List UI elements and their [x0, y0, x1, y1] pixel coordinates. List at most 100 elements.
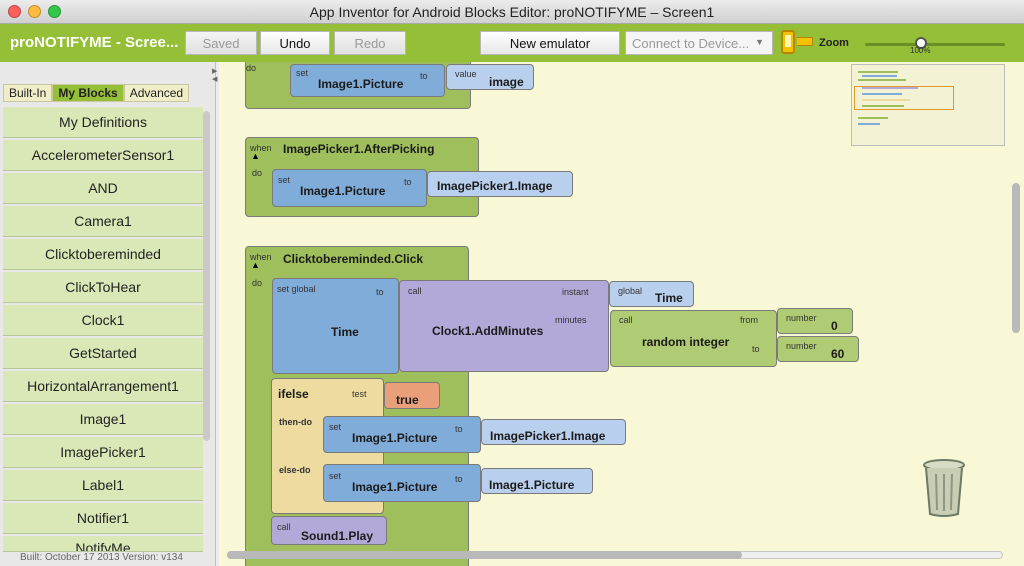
minimap-block [862, 99, 910, 101]
getter-label: ImagePicker1.Image [437, 179, 553, 193]
saved-button[interactable]: Saved [185, 31, 257, 55]
collapse-triangle-icon[interactable]: ▲ [251, 151, 260, 161]
global-tag: global [618, 286, 643, 296]
connect-device-select[interactable]: Connect to Device... ▼ [625, 31, 773, 55]
workspace-vertical-scrollbar[interactable] [1012, 183, 1020, 333]
sidebar-scrollbar[interactable] [203, 111, 210, 441]
zoom-label: Zoom [819, 37, 849, 49]
drawer-item-camera1[interactable]: Camera1 [3, 206, 203, 237]
else-do-label: else-do [279, 465, 311, 475]
set-label: set [278, 175, 291, 185]
drawer-item-clock1[interactable]: Clock1 [3, 305, 203, 336]
new-emulator-button[interactable]: New emulator [480, 31, 620, 55]
do-label: do [252, 278, 263, 288]
drawer-item-accelerometersensor1[interactable]: AccelerometerSensor1 [3, 140, 203, 171]
drawer-item-notifyme[interactable]: NotifyMe [3, 536, 203, 552]
true-label: true [396, 393, 419, 407]
drawer-item-clicktohear[interactable]: ClickToHear [3, 272, 203, 303]
drawer-item-my-definitions[interactable]: My Definitions [3, 107, 203, 138]
else-set-image-block[interactable]: set Image1.Picture to [323, 464, 481, 502]
zoom-window-button[interactable] [48, 5, 61, 18]
phone-icon[interactable] [781, 30, 795, 54]
component-label: Image1.Picture [352, 431, 438, 445]
to-label: to [455, 474, 463, 484]
true-logic-block[interactable]: true [384, 382, 440, 409]
redo-button[interactable]: Redo [334, 31, 406, 55]
number-from-block[interactable]: number 0 [777, 308, 853, 334]
component-label: Image1.Picture [318, 77, 404, 91]
blocks-workspace[interactable]: do set Image1.Picture to value image whe… [219, 62, 1024, 566]
set-global-time-block[interactable]: set global to Time [272, 278, 399, 374]
window-titlebar: App Inventor for Android Blocks Editor: … [0, 0, 1024, 24]
to-label: to [455, 424, 463, 434]
number-tag: number [786, 313, 817, 323]
collapse-triangle-icon[interactable]: ▲ [251, 260, 260, 270]
do-label: do [252, 168, 263, 178]
do-label: do [246, 63, 257, 73]
set-image-picture-block[interactable]: set Image1.Picture to [272, 169, 427, 207]
tab-advanced[interactable]: Advanced [123, 84, 190, 102]
window-controls [8, 5, 61, 18]
else-getter-block[interactable]: Image1.Picture [481, 468, 593, 494]
from-label: from [740, 315, 758, 325]
minimap-block [862, 87, 918, 89]
method-name: Clock1.AddMinutes [432, 324, 544, 338]
drawer-list: My Definitions AccelerometerSensor1 AND … [3, 107, 203, 554]
value-tag: value [455, 69, 477, 79]
sound-method-name: Sound1.Play [301, 529, 374, 543]
drawer-item-label1[interactable]: Label1 [3, 470, 203, 501]
global-time-getter[interactable]: global Time [609, 281, 694, 307]
number-tag: number [786, 341, 817, 351]
event-name: ImagePicker1.AfterPicking [283, 142, 435, 156]
minimap-block [862, 75, 897, 77]
clock-addminutes-call-block[interactable]: call Clock1.AddMinutes instant minutes [399, 280, 609, 372]
ifelse-label: ifelse [278, 387, 309, 401]
drawer-item-horizontalarrangement1[interactable]: HorizontalArrangement1 [3, 371, 203, 402]
trash-icon[interactable] [920, 456, 968, 518]
call-label: call [277, 522, 291, 532]
then-set-image-block[interactable]: set Image1.Picture to [323, 416, 481, 453]
random-integer-block[interactable]: call random integer from to [610, 310, 777, 367]
test-label: test [352, 389, 367, 399]
component-label: Image1.Picture [300, 184, 386, 198]
else-source-label: Image1.Picture [489, 478, 575, 492]
connect-device-label: Connect to Device... [632, 36, 750, 51]
collapse-arrows-icon[interactable]: ▶◀ [212, 68, 218, 83]
sound-play-call-block[interactable]: call Sound1.Play [271, 516, 387, 545]
workspace-minimap[interactable] [851, 64, 1005, 146]
drawer-item-and[interactable]: AND [3, 173, 203, 204]
call-label: call [619, 315, 633, 325]
set-image-picture-block[interactable]: set Image1.Picture to [290, 64, 445, 97]
imagepicker-image-getter[interactable]: ImagePicker1.Image [427, 171, 573, 197]
value-image-block[interactable]: value image [446, 64, 534, 90]
to-label: to [404, 177, 412, 187]
minimap-block [858, 117, 888, 119]
minimize-window-button[interactable] [28, 5, 41, 18]
event-name: Clicktobereminded.Click [283, 252, 424, 266]
random-label: random integer [642, 335, 730, 349]
tab-built-in[interactable]: Built-In [3, 84, 53, 102]
minimap-viewport[interactable] [854, 86, 954, 110]
project-name: proNOTIFYME - Scree... [10, 34, 179, 51]
number-to-value: 60 [831, 347, 845, 361]
variable-name: Time [331, 325, 359, 339]
tab-my-blocks[interactable]: My Blocks [52, 84, 124, 102]
minimap-block [858, 71, 898, 73]
drawer-item-clicktobereminded[interactable]: Clicktobereminded [3, 239, 203, 270]
drawer-item-imagepicker1[interactable]: ImagePicker1 [3, 437, 203, 468]
zoom-slider[interactable] [865, 43, 1005, 46]
workspace-horizontal-scrollbar[interactable] [227, 551, 742, 559]
then-getter-block[interactable]: ImagePicker1.Image [481, 419, 626, 445]
instant-label: instant [562, 287, 589, 297]
close-window-button[interactable] [8, 5, 21, 18]
global-var-name: Time [655, 291, 683, 305]
undo-button[interactable]: Undo [260, 31, 330, 55]
zoom-slider-thumb[interactable] [915, 37, 927, 49]
number-to-block[interactable]: number 60 [777, 336, 859, 362]
toolbar: proNOTIFYME - Scree... Saved Undo Redo N… [0, 24, 1024, 62]
drawer-item-image1[interactable]: Image1 [3, 404, 203, 435]
drawer-item-notifier1[interactable]: Notifier1 [3, 503, 203, 534]
drawer-item-getstarted[interactable]: GetStarted [3, 338, 203, 369]
minimap-block [862, 105, 904, 107]
when-label: when [250, 252, 272, 262]
